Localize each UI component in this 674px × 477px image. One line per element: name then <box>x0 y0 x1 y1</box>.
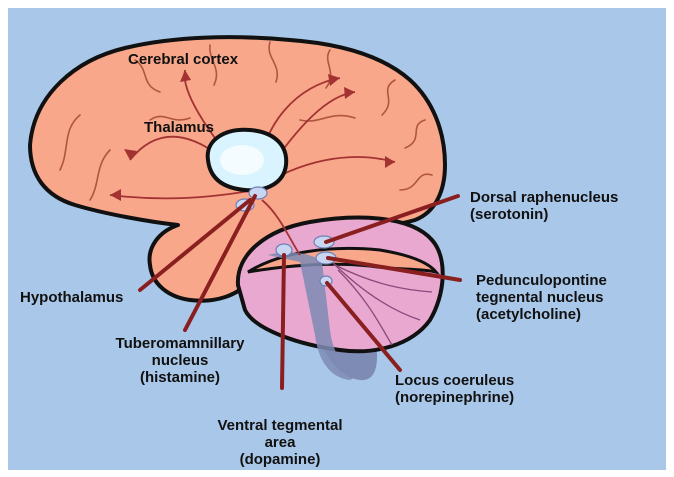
pointer-ventral-tegmental <box>282 255 284 388</box>
label-cerebral-cortex: Cerebral cortex <box>128 52 238 69</box>
label-ventral-tegmental: Ventral tegmental area (dopamine) <box>180 418 380 468</box>
label-thalamus: Thalamus <box>144 120 214 137</box>
label-tuberomammillary: Tuberomamnillary nucleus (histamine) <box>80 336 280 386</box>
thalamus-highlight <box>220 145 264 175</box>
label-pedunculopontine: Pedunculopontine tegnental nucleus (acet… <box>476 273 607 323</box>
hypothalamus-nucleus <box>249 187 267 199</box>
label-dorsal-raphe: Dorsal raphenucleus (serotonin) <box>470 190 618 224</box>
label-hypothalamus: Hypothalamus <box>20 290 123 307</box>
label-locus-coeruleus: Locus coeruleus (norepinephrine) <box>395 373 514 407</box>
